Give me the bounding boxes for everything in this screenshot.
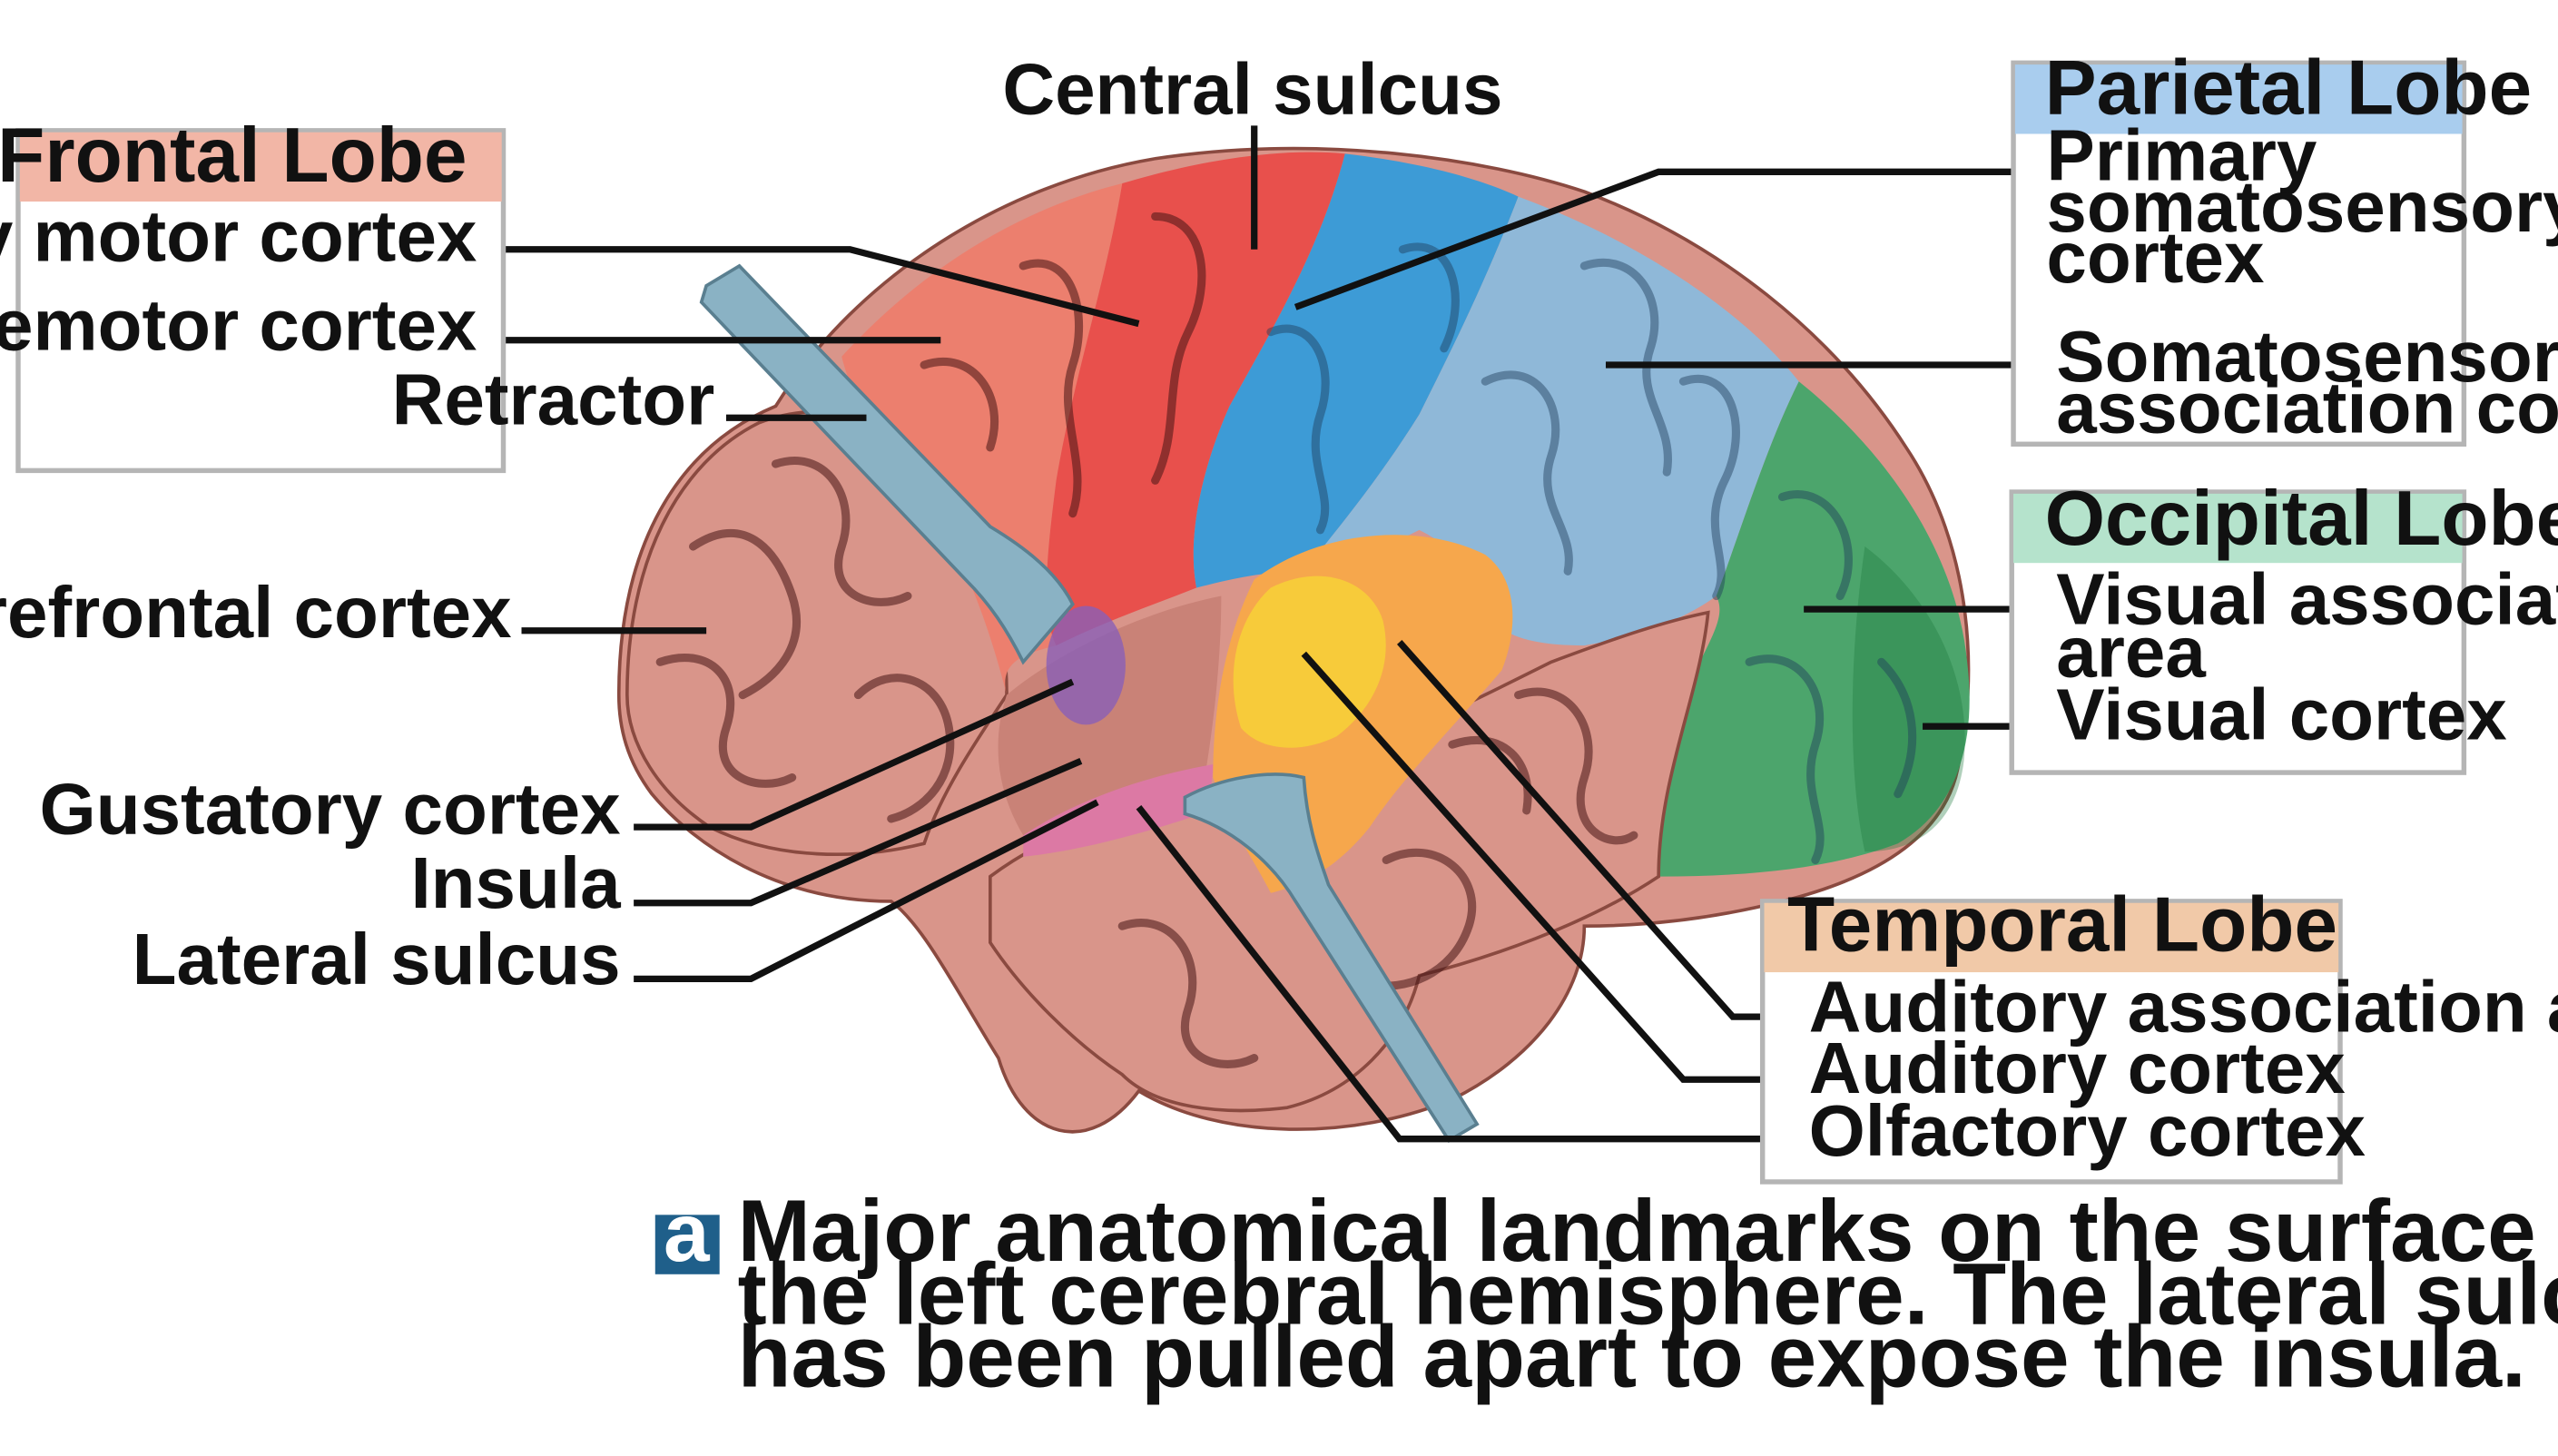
primary-somatosensory-label-1: Primary <box>2046 114 2317 195</box>
gustatory-region <box>1046 605 1126 725</box>
insula-label: Insula <box>410 842 621 923</box>
retractor-label: Retractor <box>392 359 715 439</box>
leader-insula <box>634 758 1083 907</box>
somatosensory-association-region <box>1304 196 1799 646</box>
visual-cortex-shade <box>1852 546 1965 852</box>
olfactory-cortex-label: Olfactory cortex <box>1809 1090 2366 1171</box>
somatosensory-association-label-1: Somatosensory <box>2056 316 2558 397</box>
frontal-lobe-header: Frontal Lobe <box>0 113 467 199</box>
leader-gustatory <box>634 678 1075 831</box>
caption-line-3: has been pulled apart to expose the insu… <box>738 1308 2526 1405</box>
lateral-sulcus-label: Lateral sulcus <box>133 919 621 999</box>
free-labels: Central sulcus Retractor Prefrontal cort… <box>0 49 1503 999</box>
parietal-lobe-box: Parietal Lobe Primary somatosensory cort… <box>2011 45 2558 448</box>
caption-badge <box>654 1215 720 1274</box>
occipital-lobe-header-bg <box>2013 493 2463 564</box>
parietal-lobe-header-bg <box>2014 64 2463 134</box>
primary-somatosensory-label-2: somatosensory <box>2046 166 2558 247</box>
caption-badge-letter: a <box>664 1187 711 1279</box>
visual-association-label-2: area <box>2056 612 2206 693</box>
primary-motor-region <box>1047 152 1345 646</box>
auditory-cortex-label: Auditory cortex <box>1809 1028 2346 1108</box>
visual-cortex-label: Visual cortex <box>2056 674 2506 755</box>
occipital-lobe-box: Occipital Lobe Visual association area V… <box>2009 476 2558 775</box>
caption-line-2: the left cerebral hemisphere. The latera… <box>738 1245 2558 1343</box>
leader-primary-somato <box>1294 168 2041 310</box>
caption-line-1: Major anatomical landmarks on the surfac… <box>738 1183 2558 1280</box>
premotor-region <box>841 183 1123 695</box>
temporal-lobe-box: Temporal Lobe Auditory association area … <box>1759 881 2558 1185</box>
brain-illustration <box>616 146 1971 1143</box>
occipital-lobe-header: Occipital Lobe <box>2045 476 2558 562</box>
frontal-lobe-header-bg <box>19 132 502 202</box>
leader-lateral-sulcus <box>634 799 1099 982</box>
visual-association-label-1: Visual association <box>2056 558 2558 639</box>
retractor-upper <box>699 263 1075 665</box>
leader-primary-motor <box>495 246 1140 328</box>
temporal-lobe-header-bg <box>1764 902 2339 973</box>
leader-auditory-cortex <box>1301 651 1786 1083</box>
gyri-texture <box>655 212 1917 1068</box>
primary-somatosensory-region <box>1193 153 1519 588</box>
primary-somatosensory-label-3: cortex <box>2046 217 2264 298</box>
premotor-cortex-label: Premotor cortex <box>0 285 477 366</box>
auditory-association-label: Auditory association area <box>1809 967 2558 1048</box>
parietal-lobe-header: Parietal Lobe <box>2045 45 2533 132</box>
somatosensory-association-label-2: association cortex <box>2056 368 2558 448</box>
leader-olfactory <box>1136 805 1786 1143</box>
frontal-lobe-box: Frontal Lobe Primary motor cortex Premot… <box>0 113 507 474</box>
gustatory-cortex-label: Gustatory cortex <box>40 768 621 849</box>
figure-caption: a Major anatomical landmarks on the surf… <box>654 1183 2558 1405</box>
occipital-region <box>1656 381 1970 877</box>
retractor-lower <box>1183 772 1480 1143</box>
primary-motor-cortex-label: Primary motor cortex <box>0 195 477 276</box>
olfactory-region <box>1023 763 1214 857</box>
central-sulcus-label: Central sulcus <box>1002 49 1502 130</box>
prefrontal-cortex-label: Prefrontal cortex <box>0 572 512 653</box>
temporal-lobe-header: Temporal Lobe <box>1787 881 2337 968</box>
